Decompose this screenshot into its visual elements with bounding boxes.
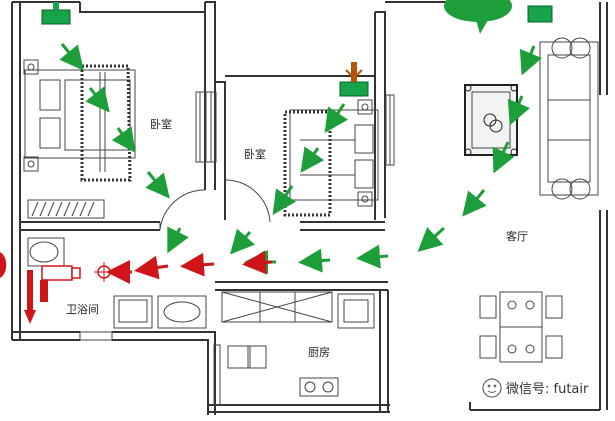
coffee-table <box>464 84 518 156</box>
wechat-icon <box>482 378 502 398</box>
room-label-bedroom-mid: 卧室 <box>244 147 266 161</box>
dining-table <box>479 291 563 363</box>
watermark-text: 微信号: futair <box>506 382 589 397</box>
vent-icon <box>41 2 71 25</box>
fan-icon <box>94 262 114 282</box>
walls <box>11 1 608 415</box>
sofa <box>539 37 599 200</box>
exhaust-airflow-arrows <box>106 250 273 284</box>
bed-left <box>23 59 136 219</box>
doors-windows <box>79 91 395 406</box>
bed-middle <box>283 99 379 217</box>
vent-icon-living <box>444 0 553 34</box>
room-label-living-room: 客厅 <box>506 229 528 243</box>
room-label-bathroom: 卫浴间 <box>66 303 99 316</box>
bathroom-fixtures <box>27 237 207 329</box>
room-label-kitchen: 厨房 <box>308 346 330 359</box>
room-label-bedroom-left: 卧室 <box>150 117 172 131</box>
kitchen-fixtures <box>221 291 375 397</box>
watermark: 微信号: futair <box>482 378 589 398</box>
vent-icon-bedroom-mid <box>339 62 369 97</box>
exhaust-duct <box>0 252 81 324</box>
supply-airflow-arrows <box>59 43 542 274</box>
